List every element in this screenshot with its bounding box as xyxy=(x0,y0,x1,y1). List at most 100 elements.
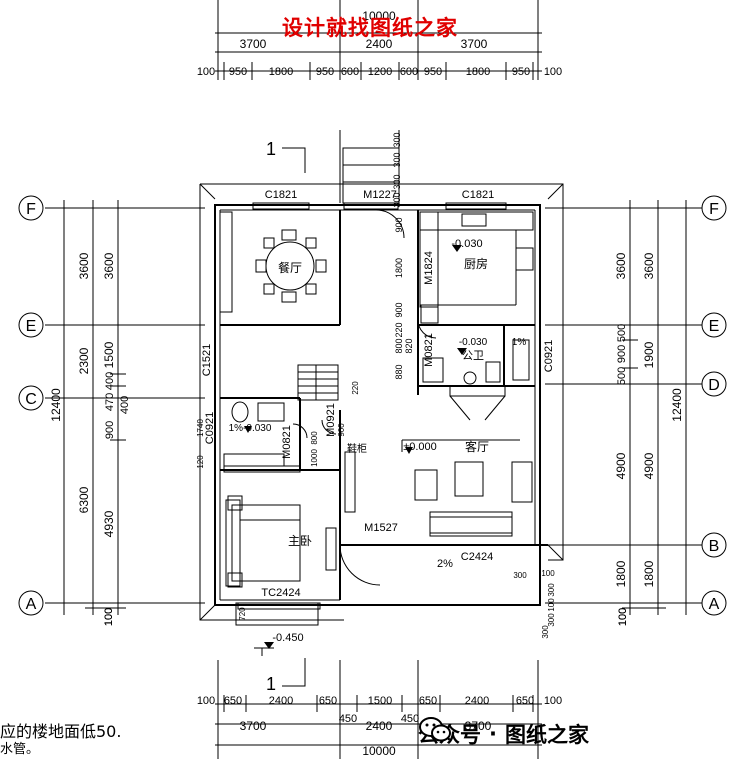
dim-left-3: 4930 xyxy=(102,510,116,537)
dim-top-2-b: 2400 xyxy=(366,37,393,51)
dim-left-2: 100 xyxy=(103,608,115,626)
level-toilet: -0.030 xyxy=(459,337,488,348)
dim-right-overall: 12400 xyxy=(670,388,684,422)
note-line-1: 应的楼地面低50. xyxy=(0,722,122,741)
dim-bath-side: 120 xyxy=(196,455,205,469)
dim-right-3: 1800 xyxy=(614,560,628,587)
dim-top-2-a: 3700 xyxy=(240,37,267,51)
dim-bottom-2: 2400 xyxy=(366,719,393,733)
dim-top-3: 1800 xyxy=(466,66,490,78)
window-code: C1821 xyxy=(462,189,494,201)
dim-bottom-1: 650 xyxy=(419,695,437,707)
dim-bottom-2: 450 xyxy=(401,713,419,725)
dim-left-overall: 12400 xyxy=(49,388,63,422)
dim-right-2: 3600 xyxy=(642,252,656,279)
dim-mid: 820 xyxy=(404,338,414,353)
door-code: M0821 xyxy=(281,425,293,459)
dim-top-3: 1200 xyxy=(368,66,392,78)
brand-footer: 公众号 · 图纸之家 xyxy=(418,716,589,752)
dim-left-3: 400 xyxy=(104,372,116,390)
axis-label-left: F xyxy=(26,201,36,218)
level-living: ±0.000 xyxy=(403,441,437,453)
note-line-2: 水管。 xyxy=(0,742,40,757)
dim-mid: 800 xyxy=(394,338,404,353)
dim-bath-small: 1000 xyxy=(310,449,319,467)
door-code: M1227 xyxy=(363,189,397,201)
dim-bath-small: 900 xyxy=(337,423,346,437)
window-code: C2424 xyxy=(461,551,493,563)
dim-right-3: 500 xyxy=(616,324,628,342)
dim-left-3: 900 xyxy=(104,421,116,439)
dim-porch: 300 xyxy=(547,583,556,597)
dim-bed-720: 720 xyxy=(238,607,247,621)
dim-porch: 300 xyxy=(541,625,550,639)
window-code: TC2424 xyxy=(261,587,300,599)
dim-porch: 300 xyxy=(513,571,527,580)
dim-right-2: 1900 xyxy=(642,341,656,368)
room-living: 客厅 xyxy=(465,439,489,454)
dim-stair: 300 xyxy=(392,192,402,207)
room-dining: 餐厅 xyxy=(278,260,302,275)
dim-right-2: 4900 xyxy=(642,452,656,479)
dim-top-3: 100 xyxy=(544,66,562,78)
dim-porch: 100 xyxy=(541,569,555,578)
axis-label-left: C xyxy=(25,391,37,408)
dim-right-2: 1800 xyxy=(642,560,656,587)
room-toilet: 公卫 xyxy=(462,349,484,362)
dim-bottom-1: 650 xyxy=(319,695,337,707)
dim-top-2-c: 3700 xyxy=(461,37,488,51)
dim-left-2: 3600 xyxy=(77,252,91,279)
dim-porch: 300 xyxy=(547,613,556,627)
slope-porch: 2% xyxy=(437,558,453,570)
axis-label-right: D xyxy=(708,377,720,394)
dim-right-3: 900 xyxy=(616,345,628,363)
axis-label-left: E xyxy=(26,318,37,335)
dim-top-3: 100 xyxy=(197,66,215,78)
room-master: 主卧 xyxy=(288,534,312,548)
axis-label-right: B xyxy=(709,538,720,555)
dim-left-3: 400 xyxy=(119,396,131,414)
window-code: C0921 xyxy=(204,412,216,444)
dim-stair: 300 xyxy=(392,132,402,147)
dim-bath-side: 1740 xyxy=(196,419,205,437)
level-outside: -0.450 xyxy=(272,632,303,644)
slope-toilet: 1% xyxy=(512,337,527,348)
dim-top-3: 950 xyxy=(229,66,247,78)
brand-dot: · xyxy=(489,722,497,746)
dim-left-3: 100 xyxy=(103,608,115,626)
door-code: M0921 xyxy=(325,403,337,437)
watermark-title: 设计就找图纸之家 xyxy=(282,16,458,40)
dim-right-2: 100 xyxy=(617,608,629,626)
door-code: M0821 xyxy=(423,333,435,367)
dim-top-3: 600 xyxy=(400,66,418,78)
dim-kitchen-side: 900 xyxy=(394,302,404,317)
room-shoe-cabinet: 鞋柜 xyxy=(347,442,367,455)
window-code: C0921 xyxy=(543,340,555,372)
level-kitchen: -0.030 xyxy=(451,238,482,250)
dim-mid: 220 xyxy=(394,322,404,337)
level-bath: 1%-0.030 xyxy=(229,423,272,434)
dim-top-3: 950 xyxy=(316,66,334,78)
dim-bath-small: 800 xyxy=(310,431,319,445)
dim-left-2: 2300 xyxy=(77,347,91,374)
door-code: M1527 xyxy=(364,522,398,534)
door-code: M1824 xyxy=(423,251,435,285)
dim-kitchen-side: 900 xyxy=(394,217,404,232)
dim-left-2: 6300 xyxy=(77,486,91,513)
dim-bottom-2: 450 xyxy=(339,713,357,725)
dim-top-3: 950 xyxy=(424,66,442,78)
axis-label-right: A xyxy=(709,596,720,613)
section-mark-bottom: 1 xyxy=(266,674,276,694)
window-code: C1821 xyxy=(265,189,297,201)
dim-kitchen-side: 1800 xyxy=(394,258,404,278)
dim-porch: 100 xyxy=(547,598,556,612)
dim-right-3: 4900 xyxy=(614,452,628,479)
dim-220: 220 xyxy=(351,381,360,395)
dim-right-3: 500 xyxy=(616,367,628,385)
axis-label-right: F xyxy=(709,201,719,218)
dim-right-3: 100 xyxy=(617,608,629,626)
dim-bottom-2: 3700 xyxy=(240,719,267,733)
dim-top-3: 950 xyxy=(512,66,530,78)
dim-left-3: 3600 xyxy=(102,252,116,279)
